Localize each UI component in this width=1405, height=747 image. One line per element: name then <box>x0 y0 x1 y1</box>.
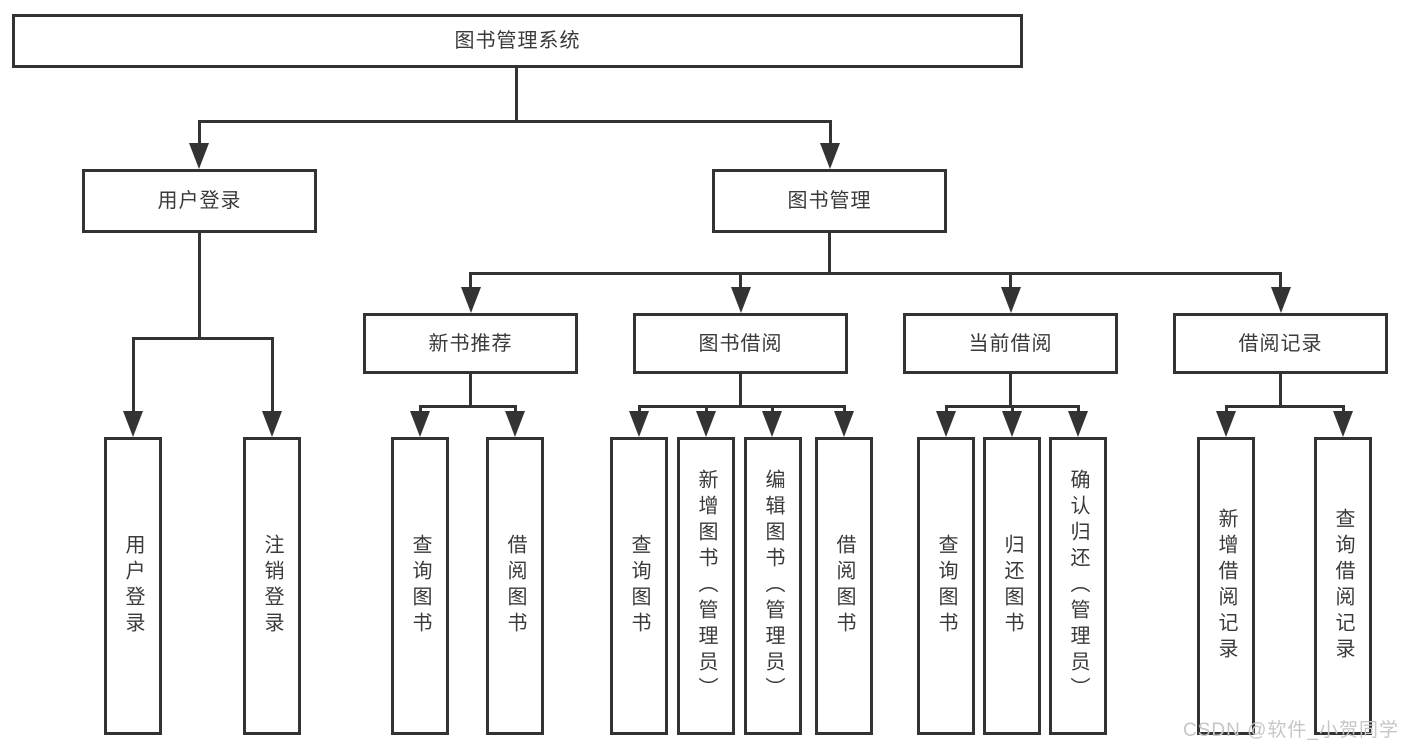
arrow-down-icon <box>460 272 481 313</box>
connector-hline <box>418 405 517 408</box>
arrow-down-icon <box>1216 405 1236 437</box>
leaf-add-borrow-record: 新增借阅记录 <box>1197 437 1255 735</box>
arrow-down-icon <box>696 405 716 437</box>
node-current-borrow: 当前借阅 <box>903 313 1118 374</box>
node-borrow-records: 借阅记录 <box>1173 313 1388 374</box>
arrow-down-icon <box>1068 405 1088 437</box>
leaf-query-books-recommend: 查询图书 <box>391 437 449 735</box>
leaf-query-books-borrow: 查询图书 <box>610 437 668 735</box>
node-book-borrow: 图书借阅 <box>633 313 848 374</box>
arrow-down-icon <box>762 405 782 437</box>
arrow-down-icon <box>410 405 430 437</box>
arrow-down-icon <box>123 337 143 437</box>
connector-vline <box>514 68 518 120</box>
connector-hline <box>637 405 844 408</box>
arrow-down-icon <box>936 405 956 437</box>
leaf-borrow-books-recommend: 借阅图书 <box>486 437 544 735</box>
arrow-down-icon <box>730 272 751 313</box>
connector-vline <box>1009 374 1012 405</box>
node-book-management: 图书管理 <box>712 169 947 233</box>
leaf-borrow-books: 借阅图书 <box>815 437 873 735</box>
leaf-user-login: 用户登录 <box>104 437 162 735</box>
arrow-down-icon <box>1000 272 1021 313</box>
arrow-down-icon <box>262 337 282 437</box>
arrow-down-icon <box>629 405 649 437</box>
connector-vline <box>469 374 472 405</box>
leaf-logout: 注销登录 <box>243 437 301 735</box>
connector-hline <box>131 337 274 340</box>
connector-hline <box>469 272 1282 275</box>
node-library-system: 图书管理系统 <box>12 14 1023 68</box>
leaf-add-books-admin: 新增图书（管理员） <box>677 437 735 735</box>
arrow-down-icon <box>820 120 840 169</box>
arrow-down-icon <box>1270 272 1291 313</box>
connector-vline <box>1279 374 1282 405</box>
connector-vline <box>828 233 831 272</box>
node-user-login: 用户登录 <box>82 169 317 233</box>
leaf-query-books-current: 查询图书 <box>917 437 975 735</box>
leaf-confirm-return-admin: 确认归还（管理员） <box>1049 437 1107 735</box>
arrow-down-icon <box>1002 405 1022 437</box>
leaf-edit-books-admin: 编辑图书（管理员） <box>744 437 802 735</box>
leaf-query-borrow-record: 查询借阅记录 <box>1314 437 1372 735</box>
connector-vline <box>739 374 742 405</box>
node-new-book-recommend: 新书推荐 <box>363 313 578 374</box>
connector-hline <box>198 120 831 123</box>
connector-vline <box>198 233 201 337</box>
arrow-down-icon <box>834 405 854 437</box>
arrow-down-icon <box>1333 405 1353 437</box>
watermark: CSDN @软件_小贺同学 <box>1183 720 1399 741</box>
connector-hline <box>1224 405 1345 408</box>
arrow-down-icon <box>505 405 525 437</box>
leaf-return-books: 归还图书 <box>983 437 1041 735</box>
arrow-down-icon <box>189 120 209 169</box>
